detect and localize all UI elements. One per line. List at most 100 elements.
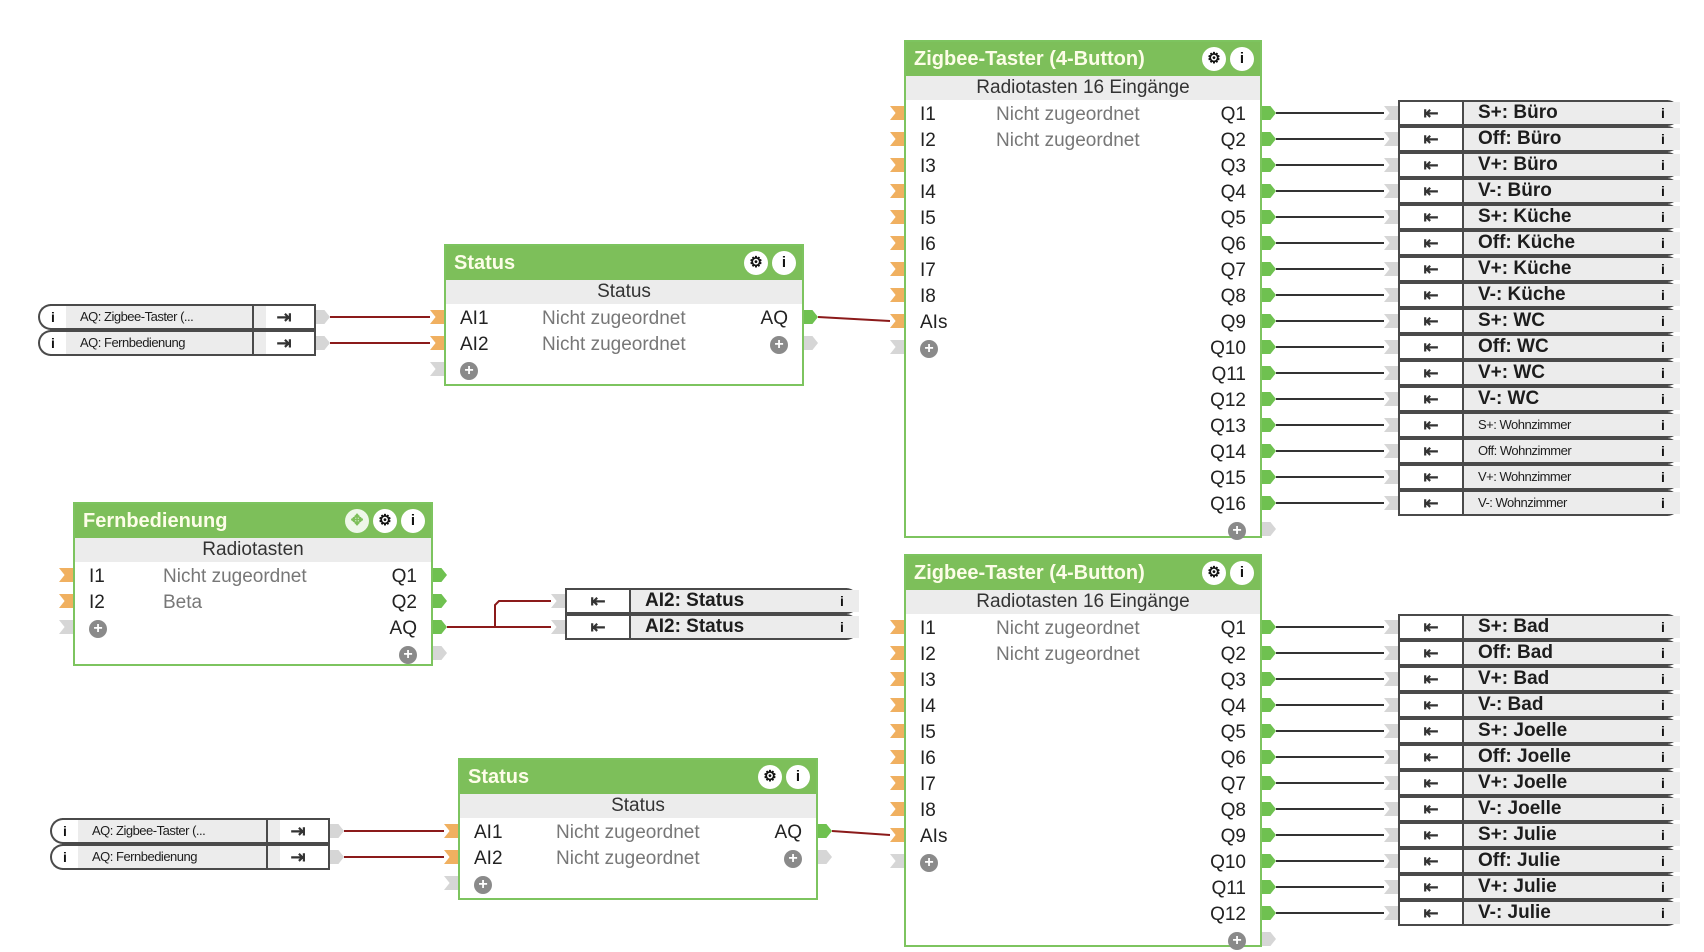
output-pin[interactable] (1262, 366, 1276, 380)
wire[interactable] (494, 600, 551, 627)
output-pin[interactable] (1262, 698, 1276, 712)
reference-input-pin[interactable] (1384, 802, 1398, 816)
spare-input-pin[interactable] (890, 854, 904, 868)
reference-input-pin[interactable] (1384, 672, 1398, 686)
input-pin[interactable] (890, 620, 904, 634)
info-icon[interactable]: i (1661, 339, 1665, 355)
output-pin[interactable] (1262, 828, 1276, 842)
spare-output-pin[interactable] (818, 850, 832, 864)
info-icon[interactable]: i (1661, 879, 1665, 895)
input-pin[interactable] (890, 132, 904, 146)
output-pin[interactable] (1262, 418, 1276, 432)
input-pin[interactable] (890, 646, 904, 660)
info-icon[interactable]: i (1661, 105, 1665, 121)
input-value[interactable]: Nicht zugeordnet (996, 644, 1140, 665)
move-icon[interactable]: ✥ (345, 509, 369, 533)
info-icon[interactable]: i (1661, 365, 1665, 381)
input-pin[interactable] (59, 594, 73, 608)
info-icon[interactable]: i (786, 765, 810, 789)
output-pin[interactable] (1262, 470, 1276, 484)
add-output-icon[interactable]: + (770, 336, 788, 354)
spare-output-pin[interactable] (1262, 932, 1276, 946)
input-pin[interactable] (890, 672, 904, 686)
block-header[interactable]: Status⚙i (446, 246, 802, 280)
input-pin[interactable] (890, 288, 904, 302)
gear-icon[interactable]: ⚙ (1202, 47, 1226, 71)
reference-input-pin[interactable] (1384, 470, 1398, 484)
output-pin[interactable] (1262, 724, 1276, 738)
info-icon[interactable]: i (51, 309, 55, 325)
output-pin[interactable] (433, 594, 447, 608)
info-icon[interactable]: i (772, 251, 796, 275)
reference-input-pin[interactable] (1384, 210, 1398, 224)
spare-input-pin[interactable] (444, 876, 458, 890)
info-icon[interactable]: i (840, 619, 844, 635)
output-pin[interactable] (1262, 444, 1276, 458)
reference-input-pin[interactable] (1384, 906, 1398, 920)
input-value[interactable]: Nicht zugeordnet (996, 130, 1140, 151)
info-icon[interactable]: i (63, 823, 67, 839)
output-pin[interactable] (1262, 620, 1276, 634)
output-pin[interactable] (1262, 392, 1276, 406)
spare-input-pin[interactable] (890, 340, 904, 354)
add-input-icon[interactable]: + (920, 340, 938, 358)
info-icon[interactable]: i (1661, 235, 1665, 251)
info-icon[interactable]: i (1661, 131, 1665, 147)
reference-input-pin[interactable] (1384, 828, 1398, 842)
spare-input-pin[interactable] (430, 362, 444, 376)
info-icon[interactable]: i (1661, 183, 1665, 199)
input-pin[interactable] (890, 184, 904, 198)
wire[interactable] (831, 830, 891, 836)
info-icon[interactable]: i (1661, 469, 1665, 485)
add-output-icon[interactable]: + (1228, 932, 1246, 950)
output-pin[interactable] (804, 310, 818, 324)
reference-input-pin[interactable] (1384, 106, 1398, 120)
spare-output-pin[interactable] (1262, 522, 1276, 536)
reference-input-pin[interactable] (1384, 776, 1398, 790)
input-value[interactable]: Nicht zugeordnet (163, 566, 307, 587)
add-input-icon[interactable]: + (920, 854, 938, 872)
reference-output-pin[interactable] (316, 310, 330, 324)
reference-input-pin[interactable] (1384, 236, 1398, 250)
input-pin[interactable] (890, 776, 904, 790)
reference-input-pin[interactable] (1384, 366, 1398, 380)
info-icon[interactable]: i (1661, 905, 1665, 921)
block-header[interactable]: Fernbedienung✥⚙i (75, 504, 431, 538)
input-value[interactable]: Nicht zugeordnet (556, 848, 700, 869)
info-icon[interactable]: i (1661, 495, 1665, 511)
output-pin[interactable] (1262, 236, 1276, 250)
input-pin[interactable] (890, 750, 904, 764)
output-pin[interactable] (1262, 210, 1276, 224)
output-pin[interactable] (1262, 854, 1276, 868)
info-icon[interactable]: i (1661, 671, 1665, 687)
info-icon[interactable]: i (1661, 417, 1665, 433)
info-icon[interactable]: i (1661, 801, 1665, 817)
gear-icon[interactable]: ⚙ (1202, 561, 1226, 585)
info-icon[interactable]: i (1661, 749, 1665, 765)
reference-input-pin[interactable] (551, 594, 565, 608)
